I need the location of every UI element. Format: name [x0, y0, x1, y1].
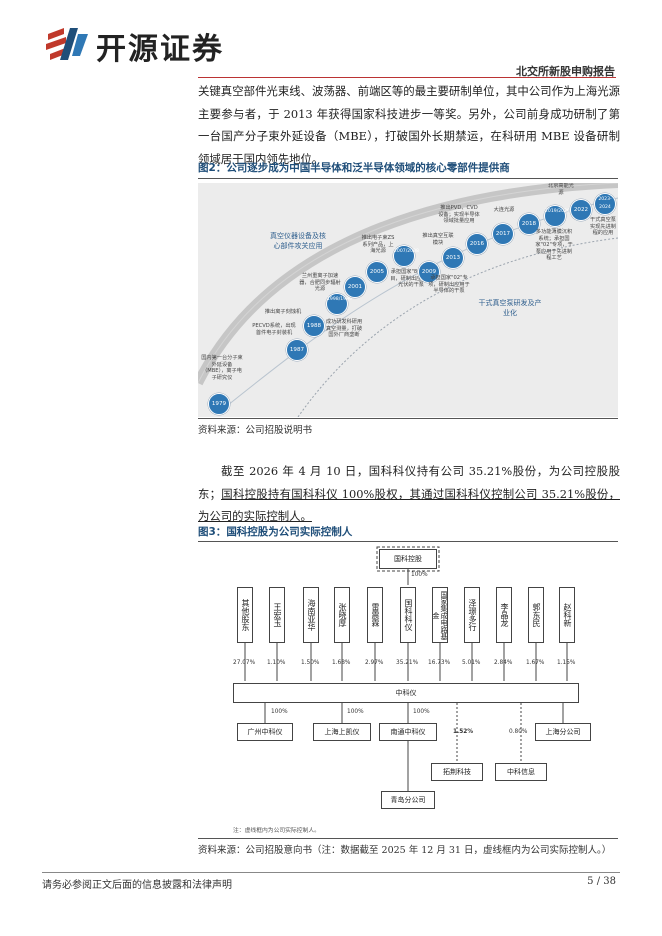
milestone-text: 推出电子束ZS系列产品，上海光源 [361, 235, 395, 255]
milestone-text: 承担国家"863"项目，研制出应用于光伏的干泵 [390, 269, 432, 289]
investee-pct: 0.80% [509, 729, 528, 735]
shareholder-pct: 2.84% [494, 660, 513, 666]
shareholder-box: 国科科仪 [400, 587, 416, 643]
figure3-rule [198, 541, 618, 542]
report-type-label: 北交所新股申购报告 [516, 65, 615, 78]
shareholder-pct: 16.73% [428, 660, 451, 666]
figure3-title: 国科控股为公司实际控制人 [226, 526, 353, 538]
milestone-node: 2001 [344, 276, 366, 298]
figure3-source: 资料来源：公司招股意向书（注：数据截至 2025 年 12 月 31 日，虚线框… [198, 845, 612, 856]
milestone-node: 2022 [570, 199, 592, 221]
milestone-node: 1979 [208, 393, 230, 415]
controller-pct: 100% [411, 572, 428, 578]
milestone-text: 兰州重离子加速器，合肥同步辐射光源 [299, 273, 341, 293]
milestone-text: 大连光源 [493, 207, 515, 213]
brand-name: 开源证券 [96, 32, 224, 67]
shareholder-pct: 27.07% [233, 660, 256, 666]
subsidiary-box: 南通中科仪 [379, 723, 437, 741]
shareholder-pct: 1.67% [526, 660, 545, 666]
shareholder-pct: 1.68% [332, 660, 351, 666]
figure2-bottom-rule [198, 418, 618, 419]
figure2-label: 图2： [198, 162, 227, 174]
figure2-title: 公司逐步成为中国半导体和泛半导体领域的核心零部件提供商 [226, 162, 510, 174]
investee-box: 中科信息 [495, 763, 547, 781]
shareholder-box: 雷震霖 [367, 587, 383, 643]
header-divider [198, 77, 616, 78]
shareholder-box: 张晓厚 [334, 587, 350, 643]
company-box: 中科仪 [233, 683, 579, 703]
shareholder-box: 李晶龙 [496, 587, 512, 643]
shareholder-box: 郭东民 [528, 587, 544, 643]
figure2-rule [198, 178, 618, 179]
milestone-text: 推出离子刻蚀机 [264, 309, 302, 315]
page-number: 5 / 38 [587, 876, 616, 887]
shareholder-pct: 2.97% [365, 660, 384, 666]
shareholder-box: 王宏玉 [269, 587, 285, 643]
figure3-note: 注：虚线框内为公司实际控制人。 [233, 828, 320, 834]
milestone-node: 2013 [442, 247, 464, 269]
figure2-source: 资料来源：公司招股说明书 [198, 425, 313, 436]
subsidiary-pct: 100% [347, 709, 364, 715]
shareholder-pct: 5.01% [462, 660, 481, 666]
footer-divider [42, 872, 620, 873]
figure2-caption: 图2：公司逐步成为中国半导体和泛半导体领域的核心零部件提供商 [198, 160, 618, 175]
figure3-label: 图3： [198, 526, 227, 538]
milestone-text: 推出PVD、CVD设备；实现半导体领域批量应用 [438, 205, 480, 225]
milestone-text: PECVD系统，出现首件电子封装机 [252, 323, 296, 336]
shareholder-pct: 1.10% [267, 660, 286, 666]
shareholder-pct: 1.50% [301, 660, 320, 666]
milestone-text: 承担国家"02"专项，研制出应用于半导体的干泵 [428, 275, 470, 295]
figure3-caption: 图3：国科控股为公司实际控制人 [198, 524, 618, 539]
investee-box: 拓荆科技 [431, 763, 483, 781]
footer-disclaimer: 请务必参阅正文后面的信息披露和法律声明 [42, 880, 232, 891]
controller-box: 国科控股 [379, 549, 437, 569]
milestone-node: 2017 [492, 223, 514, 245]
shareholder-pct: 1.15% [557, 660, 576, 666]
brand-logo-icon [46, 28, 88, 60]
milestone-node: 2023-2024 [594, 193, 616, 215]
shareholder-box: 国家集成电路基金 [432, 587, 448, 643]
milestone-text: 国内第一台分子束外延设备（MBE），离子电子研究仪 [201, 355, 243, 381]
zone-lower-label: 干式真空泵研发及产业化 [478, 299, 542, 317]
subsidiary-box: 广州中科仪 [237, 723, 293, 741]
shareholder-pct: 35.21% [396, 660, 419, 666]
control-paragraph: 截至 2026 年 4 月 10 日，国科科仪持有公司 35.21%股份，为公司… [198, 460, 620, 528]
control-paragraph-underlined: 国科控股持有国科科仪 100%股权，其通过国科科仪控制公司 35.21%股份，为… [198, 486, 620, 524]
branch-box: 青岛分公司 [381, 791, 435, 809]
milestone-node: 1988 [303, 315, 325, 337]
milestone-text: 多功能薄膜沉积系统；承担国家"02"专项，干泵应用于先进制程工艺 [535, 229, 573, 262]
figure3-ownership-chart: 国科控股 100% 其他股东 王宏玉 海南亚华 张晓厚 雷震霖 国科科仪 国家集… [229, 545, 617, 837]
milestone-node: 1998/1999 [326, 293, 352, 315]
milestone-node: 1987 [286, 339, 308, 361]
investee-pct: 1.52% [453, 729, 474, 735]
milestone-node: 2019/2020 [544, 205, 570, 227]
subsidiary-pct: 100% [413, 709, 430, 715]
milestone-text: 北京高能光源 [548, 183, 574, 196]
subsidiary-pct: 100% [271, 709, 288, 715]
shareholder-box: 海南亚华 [303, 587, 319, 643]
control-paragraph-plain: 截至 2026 年 4 月 10 日，国科科仪持有公司 35.21%股份，为公司… [198, 464, 620, 501]
subsidiary-box: 上海分公司 [535, 723, 591, 741]
milestone-node: 2016 [466, 233, 488, 255]
milestone-text: 推出真空互联模块 [422, 233, 454, 246]
figure3-bottom-rule [198, 838, 618, 839]
ownership-connectors [244, 546, 568, 791]
milestone-text: 干式真空泵实现先进制程的应用 [590, 217, 616, 237]
milestone-node: 2018 [518, 213, 540, 235]
milestone-node: 2007/2008 [393, 245, 419, 267]
shareholder-box: 其他股东 [237, 587, 253, 643]
intro-paragraph: 关键真空部件光束线、波荡器、前端区等的最主要研制单位，其中公司作为上海光源主要参… [198, 84, 620, 166]
figure2-timeline: 真空仪器设备及核心部件攻关应用 干式真空泵研发及产业化 1979 国内第一台分子… [198, 183, 618, 417]
milestone-text: 成功研发科研用真空测量，打破国外厂商垄断 [325, 319, 363, 339]
shareholder-box: 泽璟多行 [464, 587, 480, 643]
milestone-node: 2009 [418, 261, 440, 283]
zone-upper-label: 真空仪器设备及核心部件攻关应用 [270, 232, 326, 250]
shareholder-box: 赵科新 [559, 587, 575, 643]
milestone-node: 2005 [366, 261, 388, 283]
subsidiary-box: 上海上凯仪 [313, 723, 371, 741]
